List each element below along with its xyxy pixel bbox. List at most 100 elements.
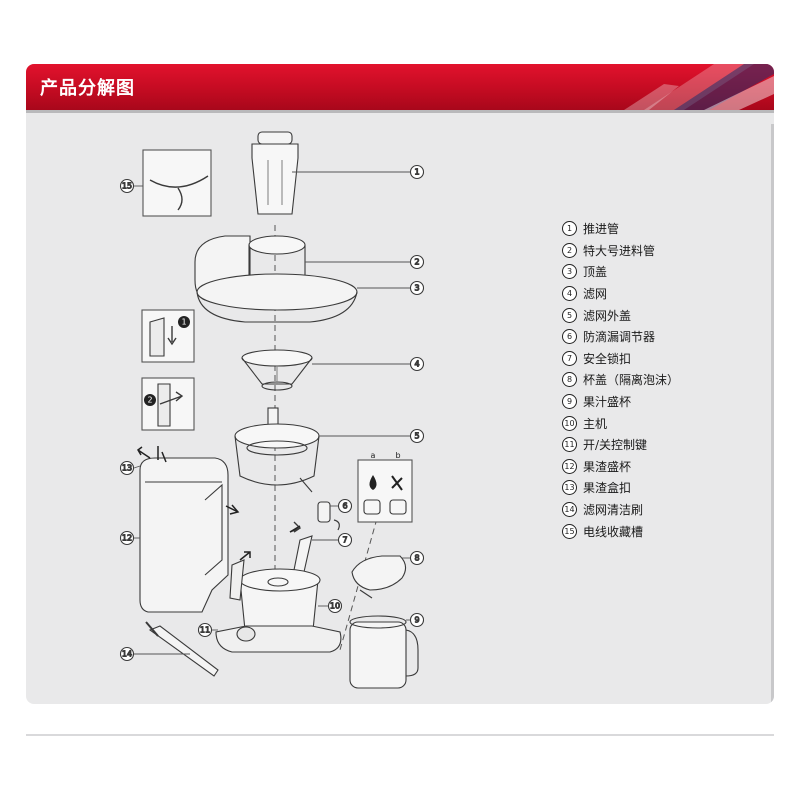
legend-number: 4 <box>562 286 577 302</box>
legend-label: 杯盖（隔离泡沫） <box>583 373 680 388</box>
title-banner: 产品分解图 <box>26 64 774 110</box>
callout-5: 5 <box>409 428 425 444</box>
callout-7: 7 <box>337 532 353 548</box>
callout-6: 6 <box>337 498 353 514</box>
legend-number: 10 <box>562 415 577 431</box>
legend-item: 5 滤网外盖 <box>562 304 679 326</box>
legend-item: 8 杯盖（隔离泡沫） <box>562 369 679 391</box>
legend-label: 特大号进料管 <box>583 243 656 258</box>
legend-number: 8 <box>562 372 577 388</box>
svg-text:15: 15 <box>122 182 132 191</box>
legend-label: 顶盖 <box>583 265 608 280</box>
filter-part <box>241 349 313 391</box>
inset-b-label: b <box>395 451 400 460</box>
svg-text:12: 12 <box>122 534 132 543</box>
legend-label: 果汁盛杯 <box>583 395 632 410</box>
svg-text:5: 5 <box>414 432 419 441</box>
anti-drip-inset: a b <box>357 451 413 523</box>
legend-item: 11 开/关控制键 <box>562 434 679 456</box>
legend-label: 主机 <box>583 416 608 431</box>
legend-item: 6 防滴漏调节器 <box>562 326 679 348</box>
juice-jug-part <box>349 555 419 689</box>
leader-lines <box>133 171 410 655</box>
legend-label: 果渣盒扣 <box>583 481 632 496</box>
legend-item: 7 安全锁扣 <box>562 348 679 370</box>
legend-item: 15 电线收藏槽 <box>562 520 679 542</box>
svg-text:10: 10 <box>330 602 340 611</box>
svg-text:3: 3 <box>414 284 419 293</box>
callout-markers: 1 2 3 4 5 6 7 8 9 10 11 12 13 14 15 <box>119 164 425 662</box>
anti-drip-part <box>317 501 340 531</box>
svg-text:1: 1 <box>414 168 419 177</box>
legend-label: 滤网清洁刷 <box>583 503 644 518</box>
legend-number: 6 <box>562 329 577 345</box>
legend-number: 7 <box>562 350 577 366</box>
legend-label: 推进管 <box>583 222 620 237</box>
legend-number: 12 <box>562 458 577 474</box>
bottom-divider <box>26 734 774 736</box>
legend-label: 安全锁扣 <box>583 351 632 366</box>
svg-text:14: 14 <box>122 650 132 659</box>
callout-4: 4 <box>409 356 425 372</box>
legend-label: 滤网外盖 <box>583 308 632 323</box>
legend-number: 14 <box>562 502 577 518</box>
legend-item: 14 滤网清洁刷 <box>562 499 679 521</box>
legend-item: 12 果渣盛杯 <box>562 456 679 478</box>
legend-number: 11 <box>562 437 577 453</box>
svg-text:4: 4 <box>414 360 419 369</box>
banner-divider <box>26 110 774 113</box>
callout-11: 11 <box>197 622 213 638</box>
cord-storage-inset <box>142 149 212 217</box>
callout-1: 1 <box>409 164 425 180</box>
callout-3: 3 <box>409 280 425 296</box>
legend-number: 15 <box>562 523 577 539</box>
legend-label: 果渣盛杯 <box>583 459 632 474</box>
legend-item: 3 顶盖 <box>562 261 679 283</box>
flag-decoration <box>624 64 774 110</box>
legend-number: 9 <box>562 394 577 410</box>
legend-label: 滤网 <box>583 287 608 302</box>
legend-number: 13 <box>562 480 577 496</box>
cleaning-brush-part <box>145 621 219 677</box>
svg-text:13: 13 <box>122 464 132 473</box>
callout-12: 12 <box>119 530 135 546</box>
legend-item: 2 特大号进料管 <box>562 240 679 262</box>
callout-8: 8 <box>409 550 425 566</box>
pulp-container-part <box>139 457 229 613</box>
page-title: 产品分解图 <box>40 78 135 99</box>
callout-14: 14 <box>119 646 135 662</box>
svg-text:2: 2 <box>414 258 419 267</box>
step-1-label: 1 <box>181 318 186 327</box>
direction-arrows <box>137 446 301 561</box>
legend-number: 3 <box>562 264 577 280</box>
inset-a-label: a <box>371 451 376 460</box>
legend-number: 5 <box>562 307 577 323</box>
callout-9: 9 <box>409 612 425 628</box>
callout-15: 15 <box>119 178 135 194</box>
svg-text:6: 6 <box>342 502 347 511</box>
lock-step-inset-1: 1 <box>141 309 195 363</box>
svg-text:9: 9 <box>414 616 419 625</box>
panel-edge <box>771 124 774 704</box>
legend-item: 9 果汁盛杯 <box>562 391 679 413</box>
step-2-label: 2 <box>147 396 152 405</box>
callout-13: 13 <box>119 460 135 476</box>
legend-label: 防滴漏调节器 <box>583 330 656 345</box>
lid-part <box>194 235 358 323</box>
lock-step-inset-2: 2 <box>141 377 195 431</box>
svg-text:11: 11 <box>200 626 210 635</box>
pusher-part <box>251 131 299 215</box>
svg-text:8: 8 <box>414 554 419 563</box>
legend-number: 2 <box>562 242 577 258</box>
legend-label: 开/关控制键 <box>583 438 648 453</box>
legend-item: 13 果渣盒扣 <box>562 477 679 499</box>
callout-2: 2 <box>409 254 425 270</box>
callout-10: 10 <box>327 598 343 614</box>
main-body-part <box>215 559 342 653</box>
legend-label: 电线收藏槽 <box>583 524 644 539</box>
legend-item: 4 滤网 <box>562 283 679 305</box>
svg-text:7: 7 <box>342 536 347 545</box>
